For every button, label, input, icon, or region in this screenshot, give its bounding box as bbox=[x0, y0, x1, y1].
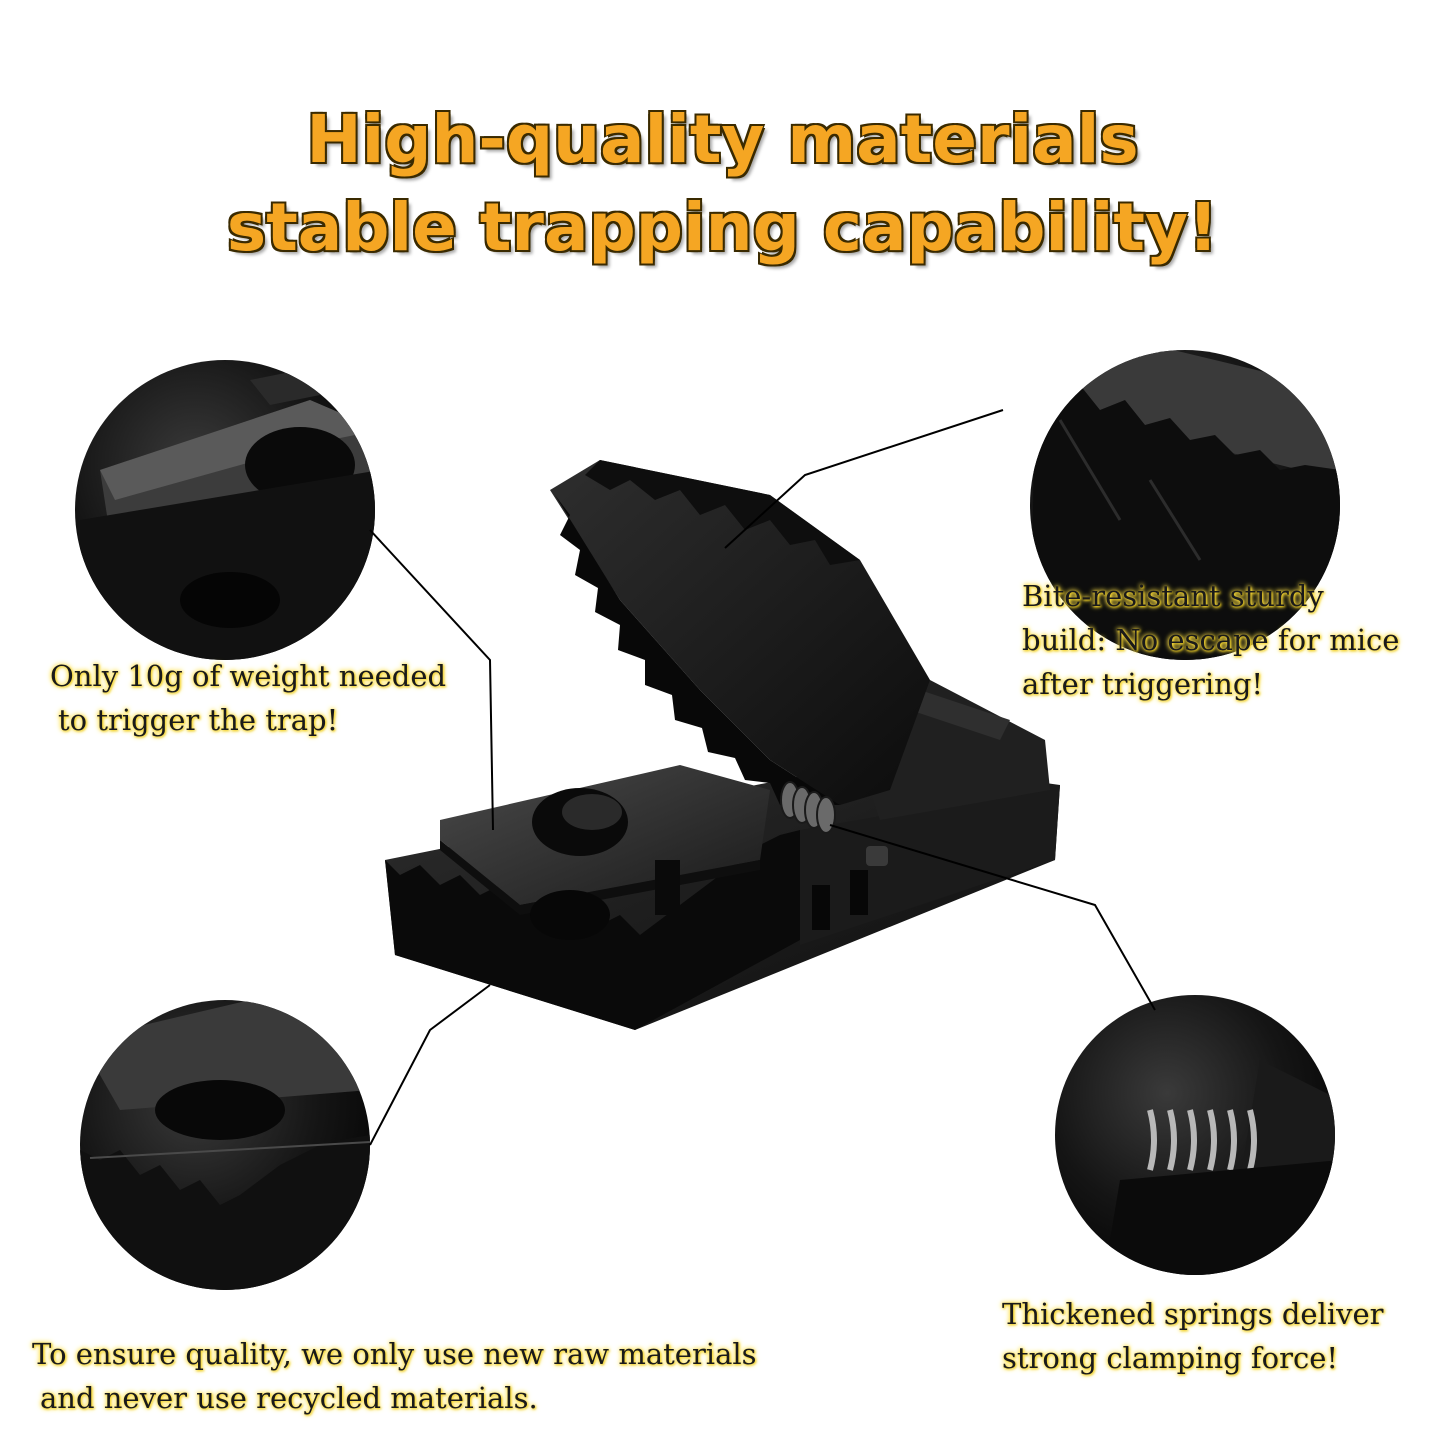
caption-springs-line-1: Thickened springs deliver bbox=[1002, 1297, 1384, 1331]
caption-springs: Thickened springs deliver strong clampin… bbox=[1002, 1292, 1384, 1380]
caption-materials-line-1: To ensure quality, we only use new raw m… bbox=[32, 1337, 757, 1371]
caption-raw-materials: To ensure quality, we only use new raw m… bbox=[32, 1332, 757, 1420]
headline-line-2: stable trapping capability! bbox=[226, 189, 1219, 266]
headline-line-1: High-quality materials bbox=[306, 101, 1139, 178]
caption-trigger-line-2: to trigger the trap! bbox=[58, 703, 339, 737]
caption-bite-line-1: Bite-resistant sturdy bbox=[1022, 579, 1324, 613]
leader-line-trigger bbox=[369, 529, 494, 831]
caption-bite-resistant: Bite-resistant sturdy build: No escape f… bbox=[1022, 574, 1399, 706]
caption-bite-line-2: build: No escape for mice bbox=[1022, 623, 1400, 657]
leader-line-jaw bbox=[724, 409, 1004, 549]
caption-trigger-line-1: Only 10g of weight needed bbox=[50, 659, 447, 693]
caption-springs-line-2: strong clamping force! bbox=[1002, 1341, 1339, 1375]
leader-lines bbox=[369, 409, 1156, 1146]
caption-trigger-weight: Only 10g of weight needed to trigger the… bbox=[50, 654, 446, 742]
detail-circle-base-edge bbox=[80, 1000, 370, 1290]
caption-bite-line-3: after triggering! bbox=[1022, 667, 1264, 701]
mouse-trap-main bbox=[385, 460, 1060, 1030]
caption-materials-line-2: and never use recycled materials. bbox=[40, 1381, 538, 1415]
detail-circle-spring bbox=[1055, 995, 1335, 1275]
leader-line-base bbox=[369, 984, 491, 1146]
leader-line-spring bbox=[829, 824, 1156, 1011]
detail-circle-trigger-plate bbox=[75, 360, 375, 660]
